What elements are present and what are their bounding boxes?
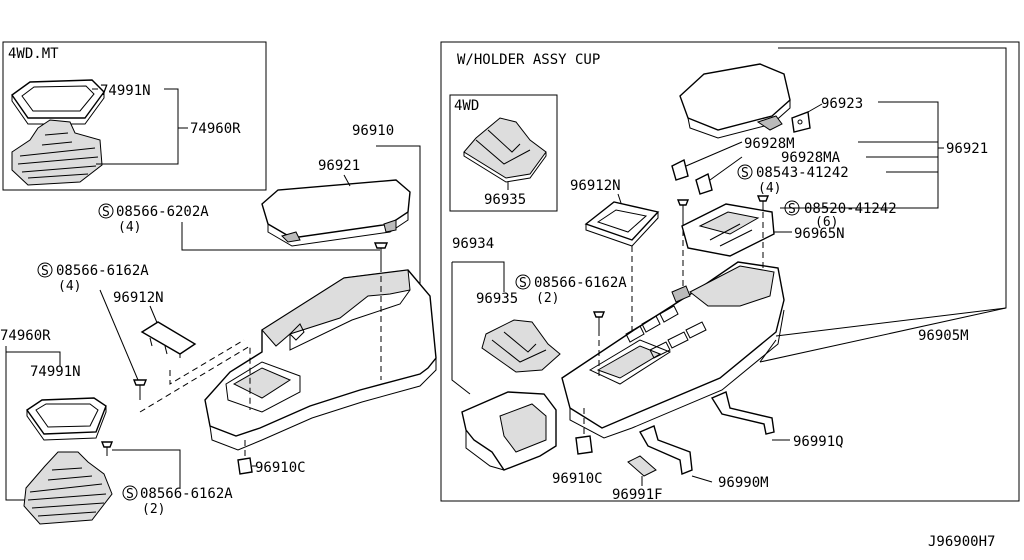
boot-part-96935 — [481, 319, 561, 373]
screw-mark-08566-6202A: S — [98, 203, 114, 220]
console-left — [204, 269, 437, 451]
screw-part-c — [100, 441, 114, 456]
bracket-96934 — [451, 262, 471, 395]
svg-text:S: S — [41, 264, 49, 279]
leader-96905M — [759, 47, 1007, 363]
box-4wd-mt — [2, 41, 267, 191]
label-08520-41242: 08520-41242 — [804, 201, 897, 217]
console-right — [561, 261, 785, 439]
label-96928MA: 96928MA — [781, 150, 841, 166]
cushion-part-96991F — [627, 455, 657, 486]
clip-96928MA — [695, 172, 713, 195]
bezel-part-96934 — [461, 391, 557, 471]
dash-b — [139, 345, 251, 413]
label-qty-4-a: (4) — [118, 220, 141, 235]
svg-text:S: S — [788, 202, 796, 217]
label-96921-a: 96921 — [318, 158, 360, 174]
leader-08566-6162A-b — [112, 449, 181, 488]
bracket-part-96990M — [639, 425, 693, 475]
bracket-96921-b — [780, 101, 939, 209]
label-96990M: 96990M — [718, 475, 769, 491]
screw-mark-08543-41242: S — [737, 164, 753, 181]
box-4wd-mt-title: 4WD.MT — [8, 46, 59, 62]
finisher-part-a — [140, 321, 197, 358]
screw-part-a — [373, 242, 389, 266]
label-74960R-b: 74960R — [0, 328, 51, 344]
label-96912N-b: 96912N — [570, 178, 621, 194]
bracket-74960R-a — [96, 88, 179, 165]
label-96921-b: 96921 — [946, 141, 988, 157]
leader-96910 — [376, 145, 421, 300]
leader-08566-6202A — [181, 222, 380, 251]
svg-text:S: S — [741, 166, 749, 181]
label-96965N: 96965N — [794, 226, 845, 242]
boot-frame-part-b — [26, 397, 107, 441]
clip-96928M — [671, 158, 689, 181]
bracket-96923 — [791, 111, 811, 133]
screw-mark-08566-6162A-c: S — [515, 274, 531, 291]
cup-holder-part-96965N — [681, 203, 775, 257]
svg-text:S: S — [102, 205, 110, 220]
shift-boot-part — [11, 119, 103, 186]
finisher-part-b — [584, 201, 660, 247]
screw-mark-08520-41242: S — [784, 200, 800, 217]
screw-part-b — [132, 379, 148, 400]
label-qty-2-a: (2) — [142, 502, 165, 517]
bracket-part-96991Q — [710, 391, 775, 435]
label-74960R-a: 74960R — [190, 121, 241, 137]
clip-part-96910C-b — [575, 435, 593, 455]
clip-part-96910C-a — [237, 457, 253, 475]
label-qty-4-b: (4) — [58, 279, 81, 294]
boot-frame-part — [11, 79, 105, 125]
label-08566-6202A: 08566-6202A — [116, 204, 209, 220]
screw-part-d — [676, 199, 690, 220]
svg-text:S: S — [519, 276, 527, 291]
label-96935-a: 96935 — [484, 192, 526, 208]
label-96905M: 96905M — [918, 328, 969, 344]
screw-part-e — [756, 195, 770, 212]
box-4wd-inner-title: 4WD — [454, 98, 479, 114]
label-08566-6162A-b: 08566-6162A — [140, 486, 233, 502]
leader-08566-6162A-a — [99, 289, 139, 381]
box-4wd-inner — [449, 94, 558, 212]
label-96910: 96910 — [352, 123, 394, 139]
screw-part-f — [592, 311, 606, 330]
label-08543-41242: 08543-41242 — [756, 165, 849, 181]
screw-mark-08566-6162A-b: S — [122, 485, 138, 502]
label-96910C-b: 96910C — [552, 471, 603, 487]
box-cup-holder-title: W/HOLDER ASSY CUP — [457, 52, 600, 68]
svg-text:S: S — [126, 487, 134, 502]
label-08566-6162A-c: 08566-6162A — [534, 275, 627, 291]
label-74991N-a: 74991N — [100, 83, 151, 99]
shift-boot-part-b — [23, 451, 113, 525]
box-cup-holder — [440, 41, 1020, 502]
label-96935-b: 96935 — [476, 291, 518, 307]
label-08566-6162A-a: 08566-6162A — [56, 263, 149, 279]
label-qty-4-c: (4) — [758, 181, 781, 196]
label-96910C-a: 96910C — [255, 460, 306, 476]
label-74991N-b: 74991N — [30, 364, 81, 380]
label-96928M: 96928M — [744, 136, 795, 152]
diagram-id: J96900H7 — [928, 534, 995, 550]
armrest-lid-right — [679, 63, 791, 139]
boot-4wd-part — [463, 117, 547, 183]
label-qty-2-b: (2) — [536, 291, 559, 306]
label-96991F: 96991F — [612, 487, 663, 503]
screw-mark-08566-6162A-a: S — [37, 262, 53, 279]
label-96912N-a: 96912N — [113, 290, 164, 306]
armrest-lid-left — [261, 179, 411, 247]
label-96934: 96934 — [452, 236, 494, 252]
label-96923: 96923 — [821, 96, 863, 112]
dash-c — [169, 339, 245, 385]
label-qty-6: (6) — [815, 215, 838, 230]
label-96991Q: 96991Q — [793, 434, 844, 450]
